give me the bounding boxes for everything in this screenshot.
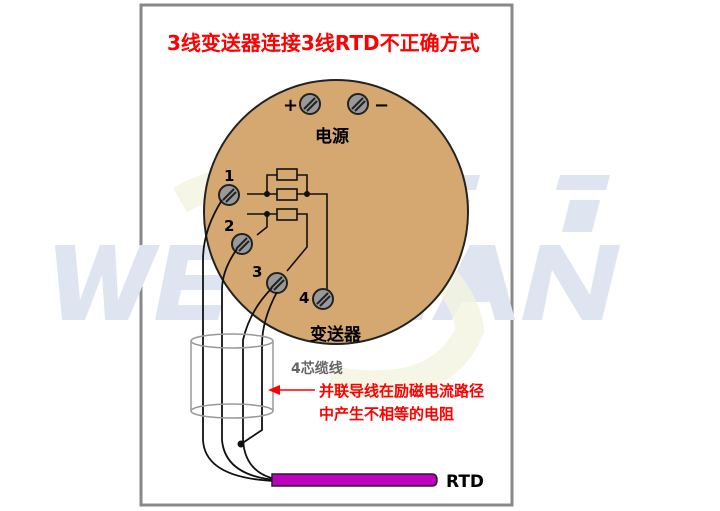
cable-label: 4芯缆线 xyxy=(291,360,343,377)
annotation-line-1: 并联导线在励磁电流路径 xyxy=(319,382,484,400)
power-minus-screw-icon xyxy=(347,93,369,115)
annotation-line-2: 中产生不相等的电阻 xyxy=(319,405,454,423)
terminal-3-label: 3 xyxy=(252,263,262,281)
cable-shield xyxy=(190,333,274,419)
terminal-1-label: 1 xyxy=(224,167,234,185)
transmitter-label: 变送器 xyxy=(310,324,362,345)
internal-wiring xyxy=(247,168,328,289)
junction-dot xyxy=(237,440,245,448)
rtd-probe xyxy=(271,473,438,487)
junction-dot xyxy=(264,211,270,217)
terminal-1-screw-icon xyxy=(218,184,240,206)
power-plus-label: + xyxy=(283,95,298,116)
terminal-2-label: 2 xyxy=(224,217,234,235)
terminal-4-screw-icon xyxy=(312,288,334,310)
power-label: 电源 xyxy=(315,126,349,147)
terminal-4-label: 4 xyxy=(299,289,309,307)
junction-dot xyxy=(264,191,270,197)
power-plus-screw-icon xyxy=(299,93,321,115)
transmitter-housing xyxy=(203,79,469,345)
junction-dot xyxy=(304,191,310,197)
rtd-label: RTD xyxy=(446,472,484,492)
annotation-arrow xyxy=(268,385,315,395)
power-minus-label: − xyxy=(374,95,389,116)
diagram-title: 3线变送器连接3线RTD不正确方式 xyxy=(167,31,480,55)
cable-wires xyxy=(202,199,278,482)
